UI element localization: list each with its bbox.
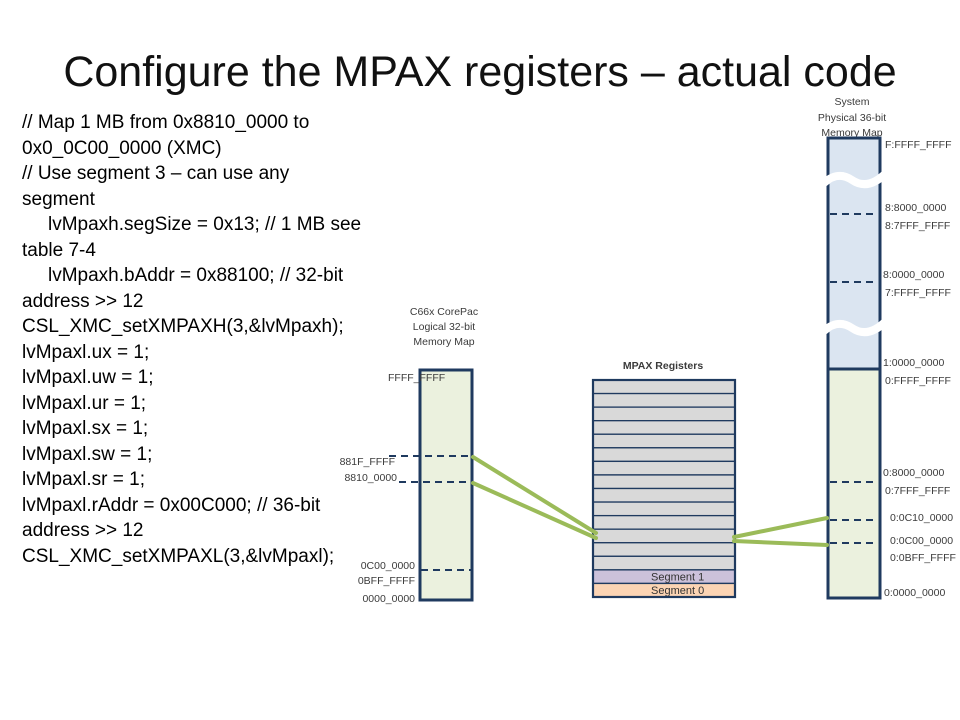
code-line: lvMpaxh.bAddr = 0x88100; // 32-bit bbox=[48, 265, 344, 287]
mpax-register-row bbox=[592, 392, 736, 408]
physical-address-label: 1:0000_0000 bbox=[883, 357, 944, 369]
mpax-register-row bbox=[592, 433, 736, 449]
mpax-register-row bbox=[592, 555, 736, 571]
physical-memory-map: System Physical 36-bit Memory Map F:FFFF… bbox=[817, 96, 956, 600]
code-line: CSL_XMC_setXMPAXH(3,&lvMpaxh); bbox=[22, 316, 344, 338]
physical-address-label: 0:7FFF_FFFF bbox=[885, 485, 950, 497]
mpax-register-row bbox=[592, 528, 736, 544]
address-break-mark bbox=[817, 170, 889, 190]
mpax-register-row bbox=[592, 420, 736, 435]
logical-address-label: FFFF_FFFF bbox=[388, 372, 445, 384]
physical-address-label: 0:0000_0000 bbox=[884, 587, 945, 599]
mapping-line bbox=[732, 516, 829, 539]
code-line: // Use segment 3 – can use any bbox=[22, 163, 290, 185]
mpax-register-row bbox=[592, 542, 736, 557]
logical-address-label: 0000_0000 bbox=[362, 593, 415, 605]
code-line: lvMpaxl.sx = 1; bbox=[22, 418, 149, 440]
segment-label: Segment 0 bbox=[651, 585, 704, 597]
physical-map-caption: Memory Map bbox=[821, 127, 882, 139]
mpax-registers: MPAX Registers Segment 1 Segment 0 bbox=[591, 360, 737, 599]
mapping-line bbox=[471, 455, 598, 535]
mpax-register-row bbox=[592, 447, 736, 463]
physical-address-label: F:FFFF_FFFF bbox=[885, 139, 951, 151]
mapping-connectors bbox=[471, 455, 829, 547]
code-line: lvMpaxl.rAddr = 0x00C000; // 36-bit bbox=[22, 494, 321, 516]
physical-address-label: 7:FFFF_FFFF bbox=[885, 287, 951, 299]
physical-address-label: 8:0000_0000 bbox=[883, 269, 944, 281]
code-line: lvMpaxl.sr = 1; bbox=[22, 469, 146, 491]
mpax-registers-title: MPAX Registers bbox=[623, 360, 703, 372]
physical-address-label: 0:8000_0000 bbox=[883, 467, 944, 479]
physical-address-label: 8:8000_0000 bbox=[885, 202, 946, 214]
physical-address-label: 0:FFFF_FFFF bbox=[885, 375, 951, 387]
logical-address-label: 8810_0000 bbox=[344, 472, 397, 484]
logical-map-caption: Memory Map bbox=[413, 336, 474, 348]
code-line: 0x0_0C00_0000 (XMC) bbox=[22, 137, 222, 159]
physical-address-label: 0:0C00_0000 bbox=[890, 535, 953, 547]
code-line: lvMpaxh.segSize = 0x13; // 1 MB see bbox=[48, 214, 362, 236]
physical-address-label: 0:0C10_0000 bbox=[890, 512, 953, 524]
physical-map-caption: Physical 36-bit bbox=[818, 112, 886, 124]
logical-address-label: 881F_FFFF bbox=[340, 456, 395, 468]
logical-map-caption: Logical 32-bit bbox=[413, 321, 476, 333]
mpax-register-row bbox=[592, 514, 736, 530]
code-line: lvMpaxl.uw = 1; bbox=[22, 367, 154, 389]
mpax-register-row bbox=[592, 379, 736, 395]
code-line: lvMpaxl.ur = 1; bbox=[22, 392, 147, 414]
physical-lower-region bbox=[826, 367, 882, 600]
code-line: address >> 12 bbox=[22, 290, 144, 312]
address-break-mark bbox=[817, 318, 889, 338]
logical-address-label: 0C00_0000 bbox=[361, 560, 415, 572]
mpax-register-row bbox=[592, 460, 736, 476]
mapping-line bbox=[471, 481, 598, 540]
mpax-register-row bbox=[592, 487, 736, 503]
code-line: // Map 1 MB from 0x8810_0000 to bbox=[22, 112, 310, 133]
mpax-register-row bbox=[592, 474, 736, 490]
logical-memory-map-box bbox=[418, 368, 474, 602]
physical-address-label: 0:0BFF_FFFF bbox=[890, 552, 956, 564]
code-line: address >> 12 bbox=[22, 520, 144, 542]
mapping-line bbox=[732, 539, 829, 547]
logical-address-label: 0BFF_FFFF bbox=[358, 575, 415, 587]
mpax-registers-table bbox=[591, 378, 737, 599]
code-line: table 7-4 bbox=[22, 239, 96, 261]
segment-label: Segment 1 bbox=[651, 572, 704, 584]
physical-map-caption: System bbox=[834, 96, 869, 108]
code-line: lvMpaxl.ux = 1; bbox=[22, 341, 150, 363]
code-block: // Map 1 MB from 0x8810_0000 to 0x0_0C00… bbox=[22, 110, 382, 569]
physical-address-label: 8:7FFF_FFFF bbox=[885, 220, 950, 232]
mpax-register-row bbox=[592, 501, 736, 517]
logical-map-caption: C66x CorePac bbox=[410, 306, 478, 318]
mpax-register-row bbox=[592, 406, 736, 422]
code-line: segment bbox=[22, 188, 95, 210]
code-line: CSL_XMC_setXMPAXL(3,&lvMpaxl); bbox=[22, 545, 335, 567]
code-line: lvMpaxl.sw = 1; bbox=[22, 443, 153, 465]
logical-memory-map: C66x CorePac Logical 32-bit Memory Map F… bbox=[340, 306, 479, 605]
slide-title: Configure the MPAX registers – actual co… bbox=[63, 48, 897, 96]
